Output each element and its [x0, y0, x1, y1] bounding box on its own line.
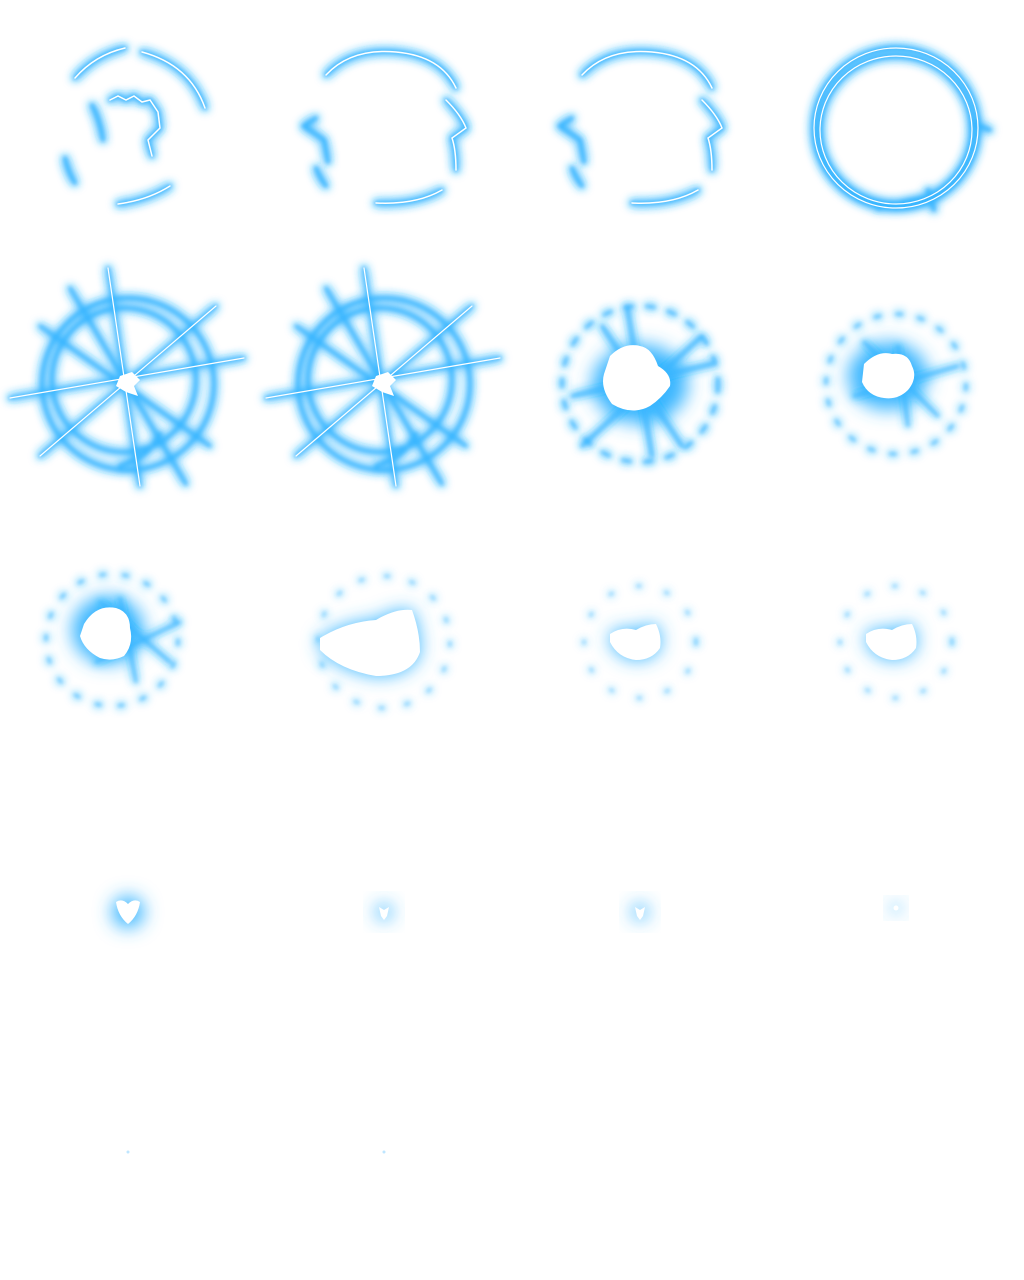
frame-4: [768, 0, 1024, 256]
frame-17: [0, 1024, 256, 1280]
frame-20: [768, 1024, 1024, 1280]
frame-12: [768, 512, 1024, 768]
frame-13: [0, 768, 256, 1024]
frame-2: [256, 0, 512, 256]
frame-7: [512, 256, 768, 512]
frame-6: [256, 256, 512, 512]
frame-8: [768, 256, 1024, 512]
frame-5: [0, 256, 256, 512]
frame-11: [512, 512, 768, 768]
frame-16: [768, 768, 1024, 1024]
frame-19: [512, 1024, 768, 1280]
frame-3: [512, 0, 768, 256]
frame-18: [256, 1024, 512, 1280]
frame-15: [512, 768, 768, 1024]
frame-10: [256, 512, 512, 768]
frame-1: [0, 0, 256, 256]
frame-14: [256, 768, 512, 1024]
frame-9: [0, 512, 256, 768]
